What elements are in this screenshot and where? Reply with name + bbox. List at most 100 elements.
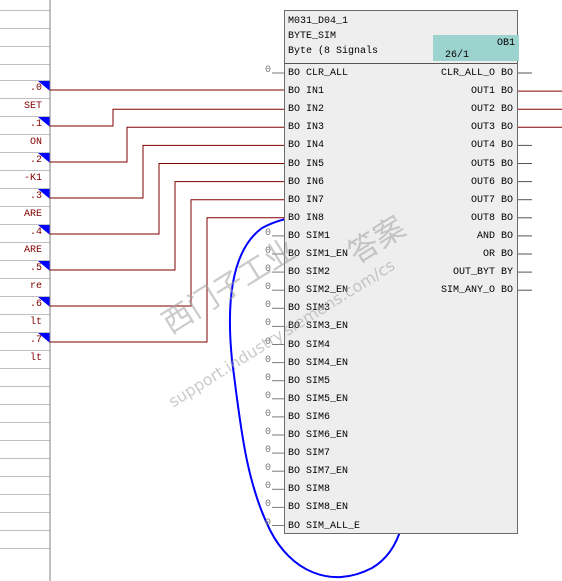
input-pin-value[interactable]: 0: [265, 408, 272, 420]
input-pin-value[interactable]: 0: [265, 318, 272, 330]
input-pin-value[interactable]: 0: [265, 445, 272, 457]
signal-label: ON: [29, 137, 42, 148]
empty-row: [0, 440, 50, 459]
signal-row[interactable]: .5: [0, 260, 50, 279]
block-instance-name: M031_D04_1: [288, 16, 349, 27]
input-pin-value[interactable]: 0: [265, 336, 272, 348]
input-pin[interactable]: BO SIM7: [288, 448, 331, 460]
signal-row[interactable]: .3: [0, 188, 50, 207]
output-pin[interactable]: OUT6 BO: [470, 176, 513, 188]
input-pin[interactable]: BO IN4: [288, 140, 325, 152]
output-pin[interactable]: AND BO: [476, 230, 513, 242]
input-pin-value[interactable]: 0: [265, 300, 272, 312]
output-pin[interactable]: OR BO: [482, 249, 513, 260]
signal-row[interactable]: .6: [0, 296, 50, 315]
empty-row: [0, 404, 50, 423]
input-pin-value[interactable]: 0: [265, 463, 272, 475]
input-pin-value[interactable]: 0: [265, 499, 272, 511]
output-pin[interactable]: OUT2 BO: [470, 104, 513, 116]
empty-row: [0, 422, 50, 441]
signal-row[interactable]: lt: [0, 314, 50, 333]
input-pin[interactable]: BO IN3: [288, 122, 325, 134]
signal-row[interactable]: .0: [0, 80, 50, 99]
byte-sim-function-block[interactable]: M031_D04_1 BYTE_SIM Byte (8 Signals OB1 …: [284, 10, 519, 534]
signal-row[interactable]: .1: [0, 116, 50, 135]
block-type-name: BYTE_SIM: [288, 31, 337, 42]
input-pin[interactable]: BO SIM_ALL_E: [288, 520, 361, 532]
input-pin[interactable]: BO IN6: [288, 176, 325, 188]
input-pin-value[interactable]: 0: [265, 65, 272, 76]
output-pin[interactable]: OUT1 BO: [470, 86, 513, 98]
input-pin[interactable]: BO CLR_ALL: [288, 68, 349, 79]
output-pin[interactable]: SIM_ANY_O BO: [440, 285, 513, 297]
signal-row[interactable]: re: [0, 278, 50, 297]
input-pin[interactable]: BO SIM2: [288, 267, 331, 279]
input-pin-value[interactable]: 0: [265, 372, 272, 384]
input-pin[interactable]: BO SIM8: [288, 484, 331, 496]
input-pin[interactable]: BO IN8: [288, 212, 325, 224]
input-pin[interactable]: BO SIM6_EN: [288, 430, 349, 441]
signal-row[interactable]: .2: [0, 152, 50, 171]
input-pin[interactable]: BO SIM4_EN: [288, 357, 349, 369]
input-pin[interactable]: BO SIM3_EN: [288, 321, 349, 333]
input-pin-value[interactable]: 0: [265, 390, 272, 402]
input-pin[interactable]: BO SIM5: [288, 375, 331, 387]
block-comment: Byte (8 Signals: [288, 46, 379, 57]
empty-row: [0, 530, 50, 549]
input-pin[interactable]: BO IN7: [288, 194, 325, 206]
signal-row[interactable]: lt: [0, 350, 50, 369]
empty-row: [0, 458, 50, 477]
output-pin[interactable]: OUT7 BO: [470, 194, 513, 206]
input-pin-value[interactable]: 0: [265, 427, 272, 438]
input-pin[interactable]: BO SIM2_EN: [288, 285, 349, 297]
output-pin[interactable]: OUT8 BO: [470, 212, 513, 224]
input-pin[interactable]: BO SIM1_EN: [288, 249, 349, 260]
input-pin-value[interactable]: 0: [265, 517, 272, 529]
input-pin[interactable]: BO SIM8_EN: [288, 502, 349, 514]
run-sequence-box[interactable]: OB1 26/1: [433, 35, 519, 61]
input-pin[interactable]: BO IN2: [288, 104, 325, 116]
output-pin[interactable]: OUT4 BO: [470, 140, 513, 152]
empty-row: [0, 10, 50, 29]
signal-row[interactable]: .7: [0, 332, 50, 351]
signal-wire: [50, 199, 284, 307]
signal-row[interactable]: .4: [0, 224, 50, 243]
input-pin-value[interactable]: 0: [265, 246, 272, 257]
empty-row: [0, 548, 50, 567]
input-pin[interactable]: BO SIM5_EN: [288, 393, 349, 405]
input-pin[interactable]: BO SIM7_EN: [288, 466, 349, 478]
output-pin[interactable]: OUT5 BO: [470, 158, 513, 170]
signal-wire: [50, 163, 284, 235]
signal-row[interactable]: SET: [0, 98, 50, 117]
signal-wire: [50, 108, 284, 127]
signal-row[interactable]: ARE: [0, 206, 50, 225]
input-pin-value[interactable]: 0: [265, 282, 272, 294]
input-pin[interactable]: BO SIM6: [288, 411, 331, 423]
empty-row: [0, 46, 50, 65]
input-pin-value[interactable]: 0: [265, 264, 272, 276]
signal-label: ARE: [23, 209, 42, 220]
signal-wire: [50, 144, 284, 199]
input-pin[interactable]: BO SIM1: [288, 230, 331, 242]
signal-row[interactable]: ARE: [0, 242, 50, 261]
connection-marker-icon: [38, 297, 50, 307]
signal-label: .3: [29, 191, 42, 202]
signal-row[interactable]: ON: [0, 134, 50, 153]
empty-row: [0, 494, 50, 513]
input-pin[interactable]: BO IN5: [288, 158, 325, 170]
input-pin-value[interactable]: 0: [265, 227, 272, 239]
input-pin[interactable]: BO IN1: [288, 86, 325, 98]
signal-row[interactable]: -K1: [0, 170, 50, 189]
input-pin-value[interactable]: 0: [265, 481, 272, 493]
output-pin[interactable]: CLR_ALL_O BO: [440, 68, 513, 79]
empty-row: [0, 386, 50, 405]
output-pin[interactable]: OUT_BYT BY: [452, 267, 513, 279]
signal-label: .7: [29, 335, 42, 346]
run-position: 26/1: [445, 50, 470, 61]
input-pin-value[interactable]: 0: [265, 354, 272, 366]
output-pin[interactable]: OUT3 BO: [470, 122, 513, 134]
signal-label: SET: [23, 101, 42, 112]
input-pin[interactable]: BO SIM3: [288, 303, 331, 315]
input-pin[interactable]: BO SIM4: [288, 339, 331, 351]
